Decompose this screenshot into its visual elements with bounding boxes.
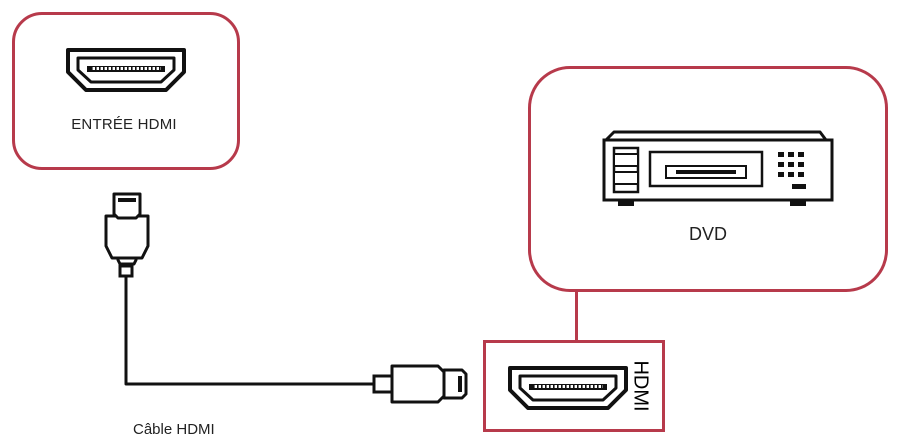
hdmi-plug-icon: [372, 364, 468, 404]
hdmi-port-icon: [508, 366, 628, 410]
hdmi-port-label: HDMI: [629, 360, 652, 412]
dvd-player-icon: [602, 130, 834, 206]
hdmi-cable-label: Câble HDMI: [133, 421, 215, 438]
hdmi-input-label: ENTRÉE HDMI: [71, 116, 177, 133]
hdmi-port-icon: [66, 48, 186, 92]
dvd-label: DVD: [688, 224, 727, 244]
device-port-connector-line: [575, 290, 578, 342]
hdmi-plug-icon: [104, 192, 150, 278]
